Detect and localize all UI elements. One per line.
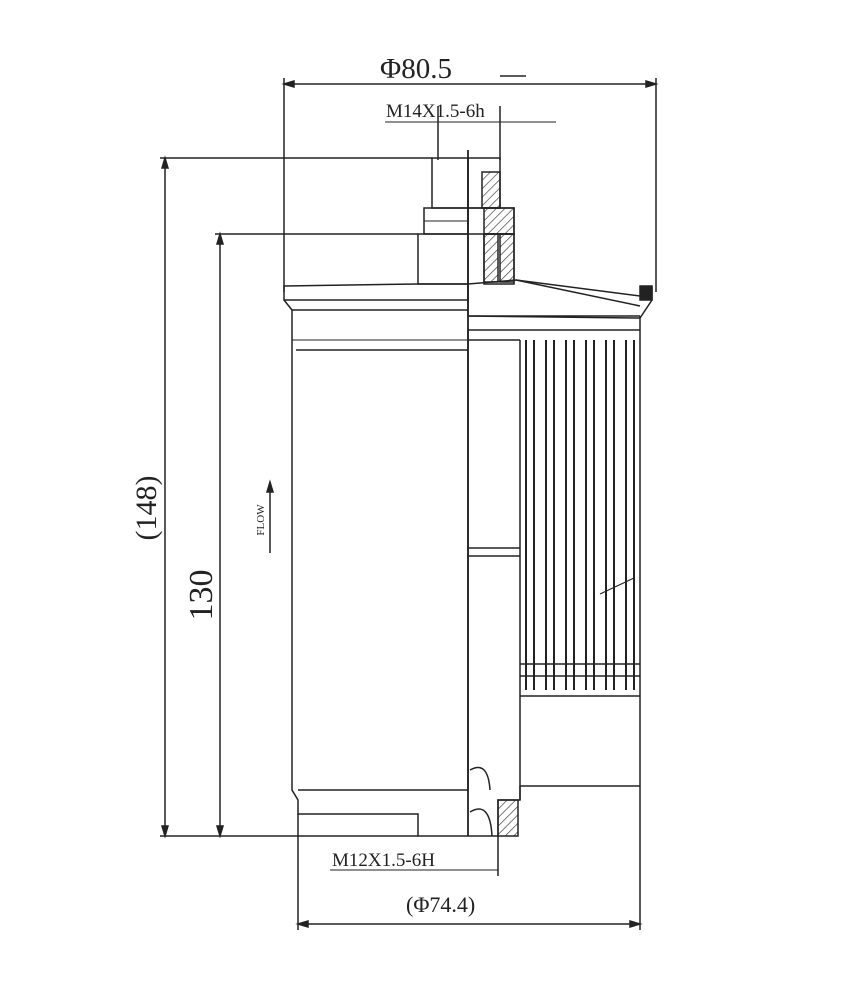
dimension-bottom-diameter [295,786,643,930]
label-outer-diameter: Φ80.5 [380,53,452,85]
top-fitting [417,157,515,285]
filter-section [467,316,641,837]
label-top-thread: M14X1.5-6h [386,101,485,122]
dimension-overall-height [160,155,432,839]
dimension-body-height [215,231,418,839]
label-overall-height: (148) [130,476,163,541]
dimension-outer-diameter [281,75,659,292]
filter-element-pleats [520,340,640,690]
dimension-top-thread [385,106,556,160]
filter-body [291,150,469,837]
flow-arrow [265,479,275,553]
label-bottom-thread: M12X1.5-6H [332,850,435,871]
label-bottom-diameter: (Φ74.4) [406,892,475,917]
label-flow: FLOW [255,504,267,536]
label-body-height: 130 [183,570,220,621]
dimension-bottom-thread [330,836,499,876]
